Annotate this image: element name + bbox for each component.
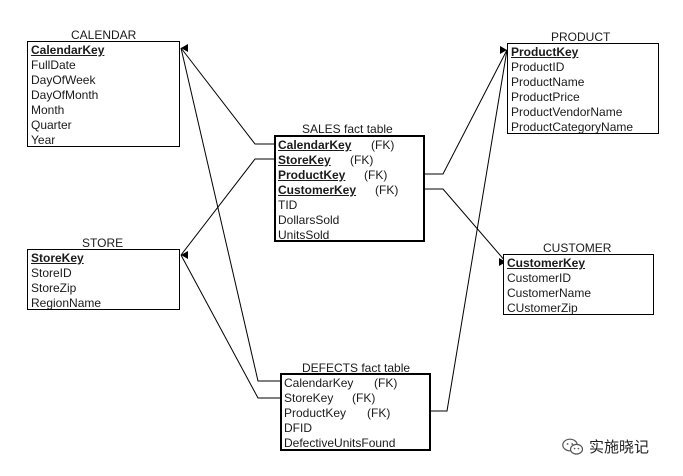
line-defects-calendar [180, 47, 282, 382]
sales-key-row: CustomerKey (FK) [278, 183, 423, 198]
product-field: ProductCategoryName [511, 120, 634, 134]
store-field: RegionName [31, 296, 102, 310]
line-sales-store [180, 158, 276, 256]
calendar-title: CALENDAR [71, 28, 137, 42]
calendar-field: FullDate [31, 58, 76, 72]
fk-tag: (FK) [350, 153, 374, 167]
customer-title: CUSTOMER [543, 241, 612, 255]
defects-key-row: CalendarKey (FK) [284, 376, 429, 391]
defects-key: CalendarKey [284, 376, 354, 390]
store-field: StoreZip [31, 281, 77, 295]
defects-key-row: ProductKey (FK) [284, 406, 429, 421]
sales-field: UnitsSold [278, 228, 330, 242]
customer-table[interactable]: CustomerKey CustomerID CustomerName CUst… [503, 254, 654, 315]
arrow-calendar [181, 44, 188, 52]
customer-field: CUstomerZip [507, 301, 578, 315]
product-field: ProductPrice [511, 90, 580, 104]
product-field: ProductVendorName [511, 105, 623, 119]
line-sales-calendar [180, 47, 276, 145]
product-field: ProductID [511, 60, 565, 74]
defects-key-row: StoreKey (FK) [284, 391, 429, 406]
sales-key-row: CalendarKey (FK) [278, 138, 423, 153]
product-title: PRODUCT [551, 30, 611, 44]
fk-tag: (FK) [371, 138, 395, 152]
line-sales-customer [424, 188, 507, 263]
fk-tag: (FK) [352, 391, 376, 405]
wechat-icon [562, 438, 584, 455]
sales-key: CustomerKey [278, 183, 357, 197]
product-table[interactable]: ProductKey ProductID ProductName Product… [507, 43, 659, 134]
fk-tag: (FK) [374, 376, 398, 390]
customer-field: CustomerID [507, 271, 572, 285]
sales-field: DollarsSold [278, 213, 340, 227]
calendar-field: Month [31, 103, 65, 117]
customer-pk: CustomerKey [507, 256, 586, 270]
defects-table[interactable]: CalendarKey (FK) StoreKey (FK) ProductKe… [280, 373, 431, 451]
sales-title: SALES fact table [302, 122, 393, 136]
sales-key-row: StoreKey (FK) [278, 153, 423, 168]
arrow-product [500, 46, 507, 54]
line-defects-store [180, 254, 282, 399]
watermark-text: 实施晓记 [589, 439, 650, 456]
line-defects-product [431, 49, 508, 412]
defects-title: DEFECTS fact table [302, 361, 411, 375]
sales-key: StoreKey [278, 153, 331, 167]
product-field: ProductName [511, 75, 585, 89]
calendar-field: Year [31, 133, 56, 147]
defects-field: DFID [284, 421, 312, 435]
calendar-table[interactable]: CalendarKey FullDate DayOfWeek DayOfMont… [27, 41, 180, 147]
customer-field: CustomerName [507, 286, 592, 300]
sales-key-row: ProductKey (FK) [278, 168, 423, 183]
arrow-store [181, 251, 188, 259]
sales-key: CalendarKey [278, 138, 352, 152]
fk-tag: (FK) [375, 183, 399, 197]
calendar-field: Quarter [31, 118, 72, 132]
defects-key: ProductKey [284, 406, 347, 420]
calendar-pk: CalendarKey [31, 43, 105, 57]
watermark: 实施晓记 [562, 436, 649, 457]
store-field: StoreID [31, 266, 72, 280]
defects-key: StoreKey [284, 391, 334, 405]
line-sales-product [424, 49, 508, 175]
fk-tag: (FK) [367, 406, 391, 420]
store-table[interactable]: StoreKey StoreID StoreZip RegionName [27, 249, 180, 310]
calendar-field: DayOfWeek [31, 73, 96, 87]
arrow-customer [499, 258, 506, 266]
fk-tag: (FK) [364, 168, 388, 182]
product-pk: ProductKey [511, 45, 579, 59]
sales-table[interactable]: CalendarKey (FK) StoreKey (FK) ProductKe… [274, 135, 425, 242]
store-pk: StoreKey [31, 251, 84, 265]
defects-field: DefectiveUnitsFound [284, 436, 396, 450]
store-title: STORE [82, 236, 124, 250]
calendar-field: DayOfMonth [31, 88, 99, 102]
sales-key: ProductKey [278, 168, 346, 182]
sales-field: TID [278, 198, 298, 212]
